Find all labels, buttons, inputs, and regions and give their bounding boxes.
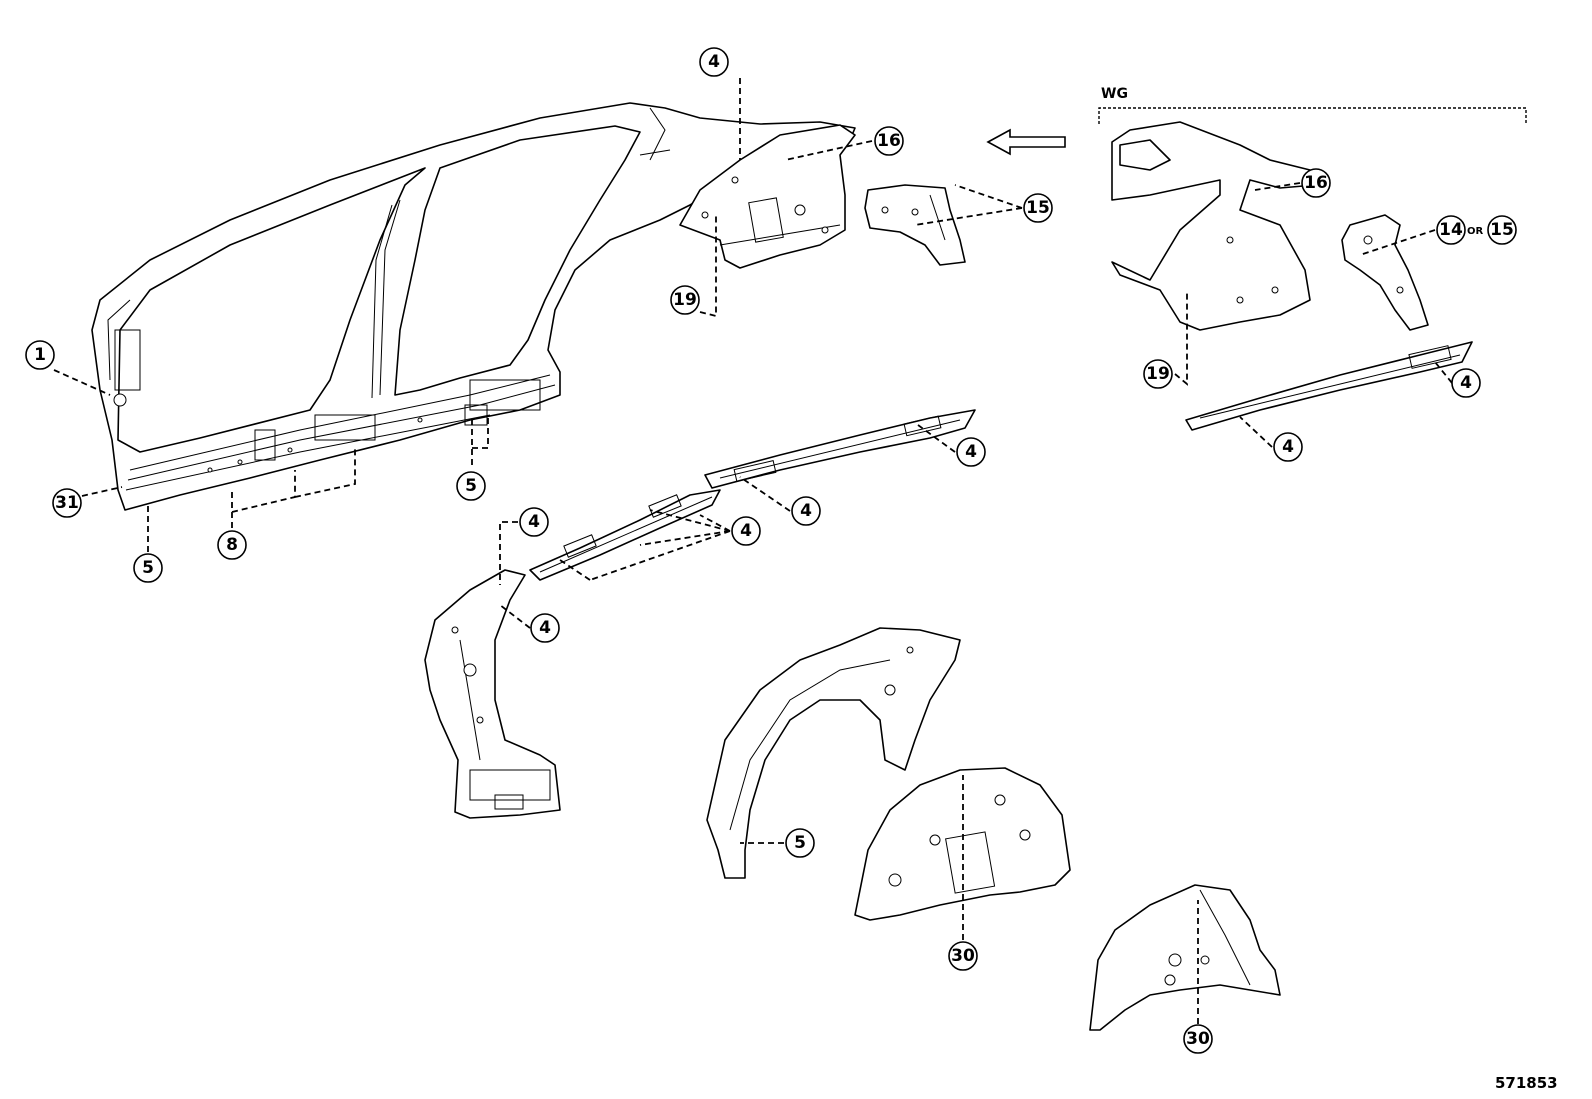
svg-text:15: 15 [1026,198,1050,218]
svg-text:16: 16 [877,131,901,151]
svg-text:30: 30 [951,946,975,966]
callout-4-rail-front: 4 [731,516,761,546]
callout-4-wg-rail: 4 [1451,368,1481,398]
rear-wheel-arch-outer [706,627,961,879]
callout-4-pillar: 4 [530,613,560,643]
callout-5-arch: 5 [785,828,815,858]
svg-text:4: 4 [800,501,812,521]
callout-1: 1 [25,340,55,370]
variant-arrow-icon [986,128,1066,156]
svg-text:4: 4 [708,52,720,72]
svg-text:4: 4 [1282,437,1294,457]
wg-rear-quarter-panel [1111,121,1316,331]
callout-16: 16 [874,126,904,156]
svg-text:31: 31 [55,493,79,513]
callout-5-left: 5 [133,553,163,583]
or-label: OR [1467,226,1484,237]
callout-30-wg: 30 [1183,1024,1213,1054]
leader-lines [53,78,1453,1024]
svg-text:1: 1 [34,345,46,365]
svg-text:30: 30 [1186,1029,1210,1049]
callout-4-pillar-top: 4 [519,507,549,537]
variant-label: WG [1101,86,1128,102]
svg-text:4: 4 [1460,373,1472,393]
roof-side-rail-rear [704,409,976,489]
reference-number: 571853 [1495,1074,1558,1092]
svg-text:15: 15 [1490,220,1514,240]
svg-text:5: 5 [142,558,154,578]
svg-text:5: 5 [465,476,477,496]
variant-bracket [1098,107,1527,124]
wg-roof-side-rail [1185,341,1473,431]
callout-19-wg: 19 [1143,359,1173,389]
callout-19: 19 [670,285,700,315]
svg-text:19: 19 [1146,364,1170,384]
callout-4-rail-mid: 4 [791,496,821,526]
svg-text:14: 14 [1439,220,1463,240]
callout-4-top: 4 [699,47,729,77]
body-side-outer-panel [91,102,856,511]
svg-text:19: 19 [673,290,697,310]
wg-wheel-housing-inner [1089,884,1281,1031]
roof-side-rail-front [529,489,721,581]
svg-text:8: 8 [226,535,238,555]
callout-15: 15 [1023,193,1053,223]
svg-text:4: 4 [528,512,540,532]
callout-4-rail-rear: 4 [956,437,986,467]
svg-text:4: 4 [965,442,977,462]
callout-16-wg: 16 [1301,168,1331,198]
callout-30: 30 [948,941,978,971]
callout-14-wg: 14 [1436,215,1466,245]
extension-bracket [864,184,966,266]
svg-text:16: 16 [1304,173,1328,193]
callout-4-wg-bottom: 4 [1273,432,1303,462]
rear-quarter-inner-panel [679,124,856,269]
callout-15-wg: 15 [1487,215,1517,245]
svg-text:4: 4 [740,521,752,541]
svg-text:4: 4 [539,618,551,638]
wg-extension-bracket [1341,214,1429,331]
callout-8: 8 [217,530,247,560]
callout-31: 31 [52,488,82,518]
svg-text:5: 5 [794,833,806,853]
callout-5-rocker: 5 [456,471,486,501]
front-pillar-inner [424,569,561,819]
